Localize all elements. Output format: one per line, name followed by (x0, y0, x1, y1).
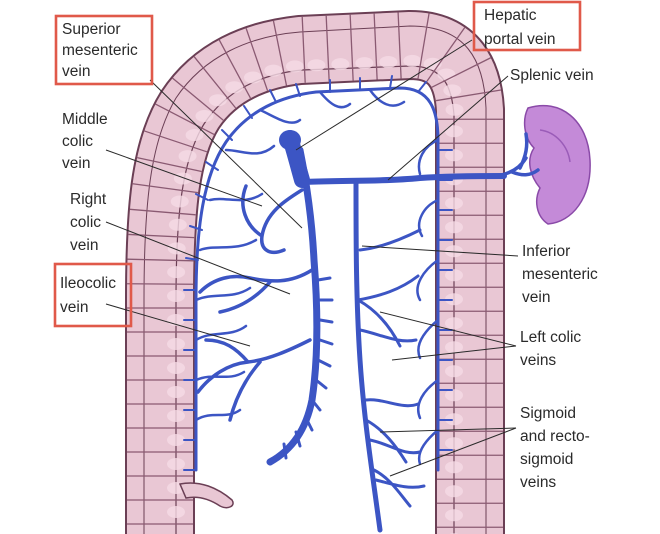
haustra-highlight (167, 338, 185, 350)
spleen (496, 106, 590, 224)
haustra-highlight (167, 506, 185, 518)
haustra-highlight (264, 65, 282, 77)
portal-vein-end (279, 130, 301, 150)
haustra-highlight (171, 195, 189, 207)
haustra-highlight (445, 365, 463, 377)
haustra-highlight (355, 57, 373, 69)
inferior-mesenteric-vein (356, 182, 380, 530)
haustra-highlight (167, 386, 185, 398)
haustra-highlight (244, 71, 262, 83)
right-colic-vein (200, 270, 312, 312)
haustra-highlight (445, 509, 463, 521)
label-middle-colic-vein: Middle colic vein (62, 111, 112, 172)
haustra-highlight (379, 56, 397, 68)
haustra-highlight (437, 69, 455, 81)
haustra-highlight (167, 290, 185, 302)
haustra-highlight (403, 55, 421, 67)
haustra-highlight (445, 149, 463, 161)
haustra-highlight (445, 269, 463, 281)
haustra-highlight (167, 458, 185, 470)
label-hepatic-portal-vein: Hepatic portal vein (484, 7, 556, 48)
label-ileocolic-vein: Ileocolic vein (60, 275, 120, 316)
haustra-fold (127, 284, 193, 285)
label-left-colic-veins: Left colic veins (520, 329, 585, 369)
label-splenic-vein: Splenic vein (510, 67, 594, 84)
label-right-colic-vein: Right colic vein (70, 191, 111, 254)
haustra-highlight (445, 485, 463, 497)
haustra-highlight (179, 150, 197, 162)
haustra-highlight (167, 266, 185, 278)
haustra-highlight (445, 437, 463, 449)
label-inferior-mesenteric-vein: Inferior mesenteric vein (522, 243, 602, 306)
haustra-highlight (445, 197, 463, 209)
haustra-highlight (445, 461, 463, 473)
haustra-highlight (445, 389, 463, 401)
intestinal-vein-stubs (284, 278, 332, 458)
label-superior-mesenteric-vein: Superior mesenteric vein (62, 21, 142, 80)
haustra-highlight (445, 341, 463, 353)
haustra-highlight (209, 94, 227, 106)
haustra-highlight (186, 129, 204, 141)
haustra-highlight (167, 362, 185, 374)
haustra-highlight (331, 58, 349, 70)
haustra-highlight (174, 172, 192, 184)
haustra-highlight (286, 60, 304, 72)
haustra-highlight (307, 59, 325, 71)
haustra-highlight (445, 125, 463, 137)
haustra-highlight (169, 219, 187, 231)
ileocolic-vein (198, 340, 310, 420)
haustra-highlight (167, 434, 185, 446)
haustra-highlight (225, 81, 243, 93)
haustra-highlight (443, 84, 461, 96)
haustra-highlight (446, 104, 464, 116)
haustra-highlight (195, 110, 213, 122)
label-sigmoid-veins: Sigmoid and recto- sigmoid veins (520, 405, 594, 491)
haustra-highlight (445, 221, 463, 233)
haustra-highlight (167, 410, 185, 422)
haustra-highlight (445, 317, 463, 329)
highlight-ileocolic (55, 264, 131, 326)
